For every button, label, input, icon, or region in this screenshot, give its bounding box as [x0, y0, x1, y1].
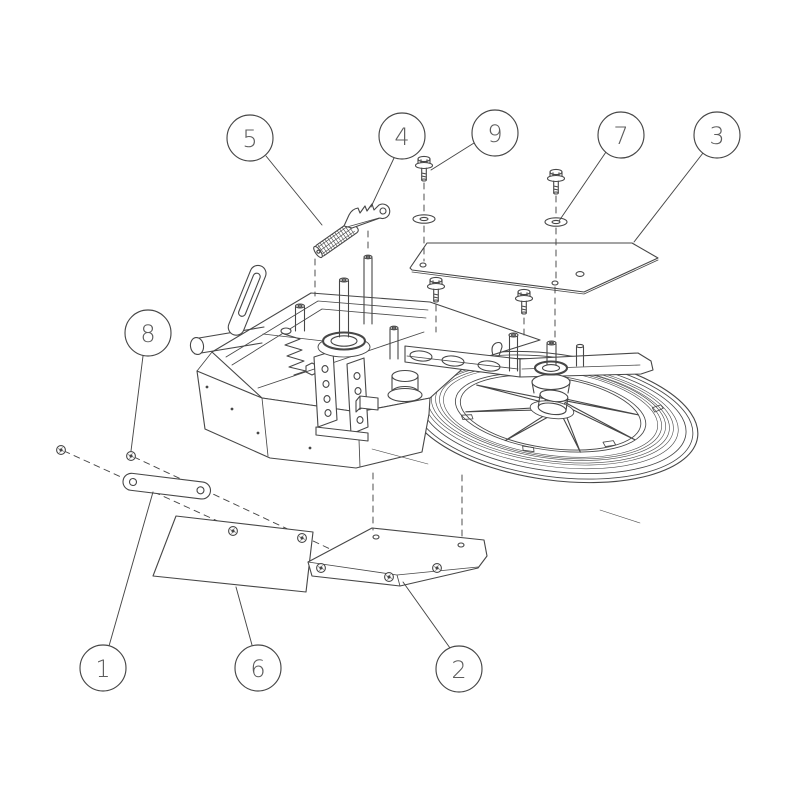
leader-4	[370, 157, 395, 208]
deck-assembly	[189, 254, 541, 469]
svg-text:2: 2	[451, 656, 466, 684]
balloon-8: 8	[124, 309, 172, 357]
hub-bearing	[533, 360, 569, 376]
deck-boss	[387, 369, 423, 403]
leader-6	[235, 586, 253, 646]
assembly-axes-top	[314, 182, 557, 339]
deck-front-tube	[189, 326, 265, 356]
leader-5	[265, 155, 323, 226]
svg-text:3: 3	[709, 122, 724, 150]
latch-hook	[491, 341, 503, 357]
skid-plate	[307, 527, 488, 587]
balloon-2: 2	[435, 645, 483, 693]
svg-text:8: 8	[140, 320, 155, 348]
svg-text:7: 7	[613, 122, 628, 150]
leader-1	[108, 491, 154, 647]
spindle-bearing	[317, 277, 371, 358]
balloon-4: 4	[378, 112, 426, 160]
balloon-1: 1	[79, 644, 127, 692]
mounting-studs	[294, 254, 399, 360]
screw-8	[126, 451, 136, 461]
balloon-7: 7	[597, 111, 645, 159]
assembly-axes-vertical	[372, 472, 463, 539]
svg-text:4: 4	[394, 123, 409, 151]
balloon-6: 6	[234, 644, 282, 692]
svg-text:1: 1	[95, 655, 110, 683]
rubber-flap	[152, 515, 314, 593]
balloon-3: 3	[693, 111, 741, 159]
leader-9	[430, 142, 475, 171]
svg-text:9: 9	[487, 120, 502, 148]
flange-bolt-lower-right	[514, 288, 534, 315]
link-strap	[122, 472, 212, 500]
cover-plate	[409, 242, 659, 295]
leader-7	[558, 151, 607, 222]
balloon-9: 9	[471, 109, 519, 157]
flap-screw-1	[228, 526, 238, 536]
skid-screw-1	[316, 563, 326, 573]
svg-text:5: 5	[242, 125, 257, 153]
leader-lines	[108, 142, 704, 649]
wheel-arm	[371, 332, 654, 524]
leader-2	[402, 581, 451, 649]
balloon-5: 5	[226, 114, 274, 162]
latch-lever	[343, 203, 391, 229]
flange-bolt-7	[546, 168, 566, 195]
skid-screw-2	[384, 572, 394, 582]
screw-left	[56, 445, 66, 455]
adjustment-bracket	[313, 350, 369, 442]
skid-screw-3	[432, 563, 442, 573]
clevis-strap	[227, 264, 267, 336]
leader-8	[130, 355, 144, 452]
flap-screw-2	[297, 533, 307, 543]
deck-skirt	[196, 370, 431, 469]
washer-7	[544, 217, 568, 227]
washer-9	[412, 214, 436, 224]
flange-bolt-lower-left	[426, 276, 446, 303]
receiver-notch	[355, 395, 379, 413]
flange-bolt-9	[414, 155, 434, 182]
leader-3	[633, 152, 704, 243]
svg-text:6: 6	[250, 655, 265, 683]
callout-balloons: 1 2 3 4 5 6 7 8	[79, 109, 741, 693]
